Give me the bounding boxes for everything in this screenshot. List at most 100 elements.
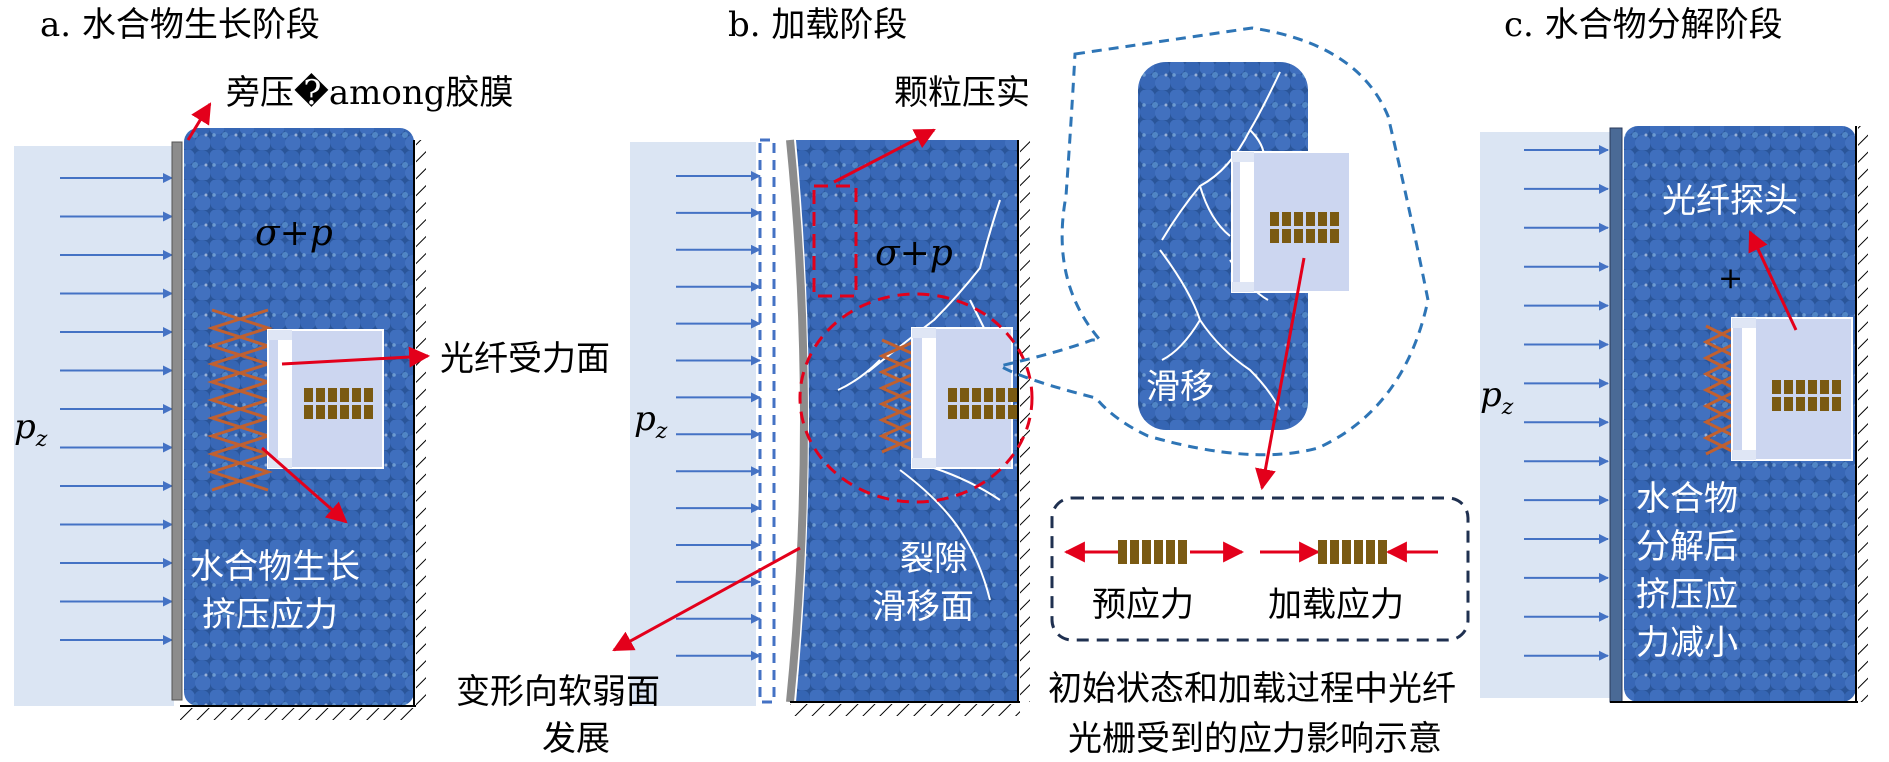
grating-cell xyxy=(972,405,981,419)
grating-cell xyxy=(328,388,337,402)
grating-array xyxy=(304,388,373,419)
stress-legend: 预应力 加载应力 初始状态和加载过程中光纤 光栅受到的应力影响示意 xyxy=(1048,496,1470,759)
grating-cell xyxy=(1282,229,1291,243)
load-stress-icon xyxy=(1260,540,1438,564)
grating-array xyxy=(948,388,1017,419)
grating-cell xyxy=(996,388,1005,402)
grating-cell xyxy=(364,405,373,419)
face-pointer xyxy=(281,346,431,368)
prestress-icon xyxy=(1063,540,1245,564)
growth-label-line1: 水合物生长 xyxy=(190,547,360,587)
compact-label: 颗粒压实 xyxy=(894,73,1030,113)
grating-cell xyxy=(1270,212,1279,226)
grating-cell xyxy=(1166,540,1175,564)
crack-label-line1: 裂隙 xyxy=(900,539,968,579)
fixed-wall-hatch-icon xyxy=(180,140,426,720)
panel-a-title: a. 水合物生长阶段 xyxy=(40,5,320,45)
grating-cell xyxy=(1306,212,1315,226)
grating-cell xyxy=(352,405,361,419)
probe-label: 光纤探头 xyxy=(1662,181,1798,221)
panel-c-title: c. 水合物分解阶段 xyxy=(1504,5,1783,45)
panel-c: c. 水合物分解阶段 pz + 光纤探头 水合物 分解后 挤压应 力减小 xyxy=(1480,5,1868,703)
grating-cell xyxy=(1294,212,1303,226)
grating-cell xyxy=(1772,380,1781,394)
grating-cell xyxy=(304,388,313,402)
grating-cell xyxy=(1330,229,1339,243)
probe-pointer xyxy=(1748,230,1798,331)
grating-cell xyxy=(316,388,325,402)
grating-cell xyxy=(316,405,325,419)
grating-cell xyxy=(1820,380,1829,394)
grating-cell xyxy=(1118,540,1127,564)
grating-cell xyxy=(1282,212,1291,226)
grating-cell xyxy=(1130,540,1139,564)
grating-cell xyxy=(1318,212,1327,226)
rubber-membrane xyxy=(171,141,183,701)
grating-cell xyxy=(1772,397,1781,411)
load-stress-label: 加载应力 xyxy=(1268,585,1404,625)
rubber-membrane xyxy=(1609,127,1623,703)
crack-label-line2: 滑移面 xyxy=(872,587,974,627)
grating-cell xyxy=(1318,229,1327,243)
grating-cell xyxy=(1008,405,1017,419)
grating-cell xyxy=(1330,212,1339,226)
grating-cell xyxy=(1154,540,1163,564)
slip-label: 滑移 xyxy=(1146,367,1214,407)
growth-label-line2: 挤压应力 xyxy=(202,595,338,635)
pressure-zone xyxy=(630,142,756,706)
prestress-label: 预应力 xyxy=(1092,585,1194,625)
decomp-label-line2: 分解后 xyxy=(1636,527,1738,567)
fbg-sensor-icon xyxy=(1731,317,1853,461)
grating-cell xyxy=(1342,540,1351,564)
membrane-pointer xyxy=(186,102,212,141)
grating-cell xyxy=(960,405,969,419)
compact-pointer xyxy=(833,128,936,184)
fbg-sensor-icon xyxy=(1231,151,1351,293)
grating-cell xyxy=(996,405,1005,419)
grating-cell xyxy=(960,388,969,402)
slip-zone-ellipse xyxy=(798,292,1034,504)
panel-b: b. 加载阶段 pz σ+p xyxy=(456,5,1034,759)
deform-label-line1: 变形向软弱面 xyxy=(456,672,660,712)
grating-array xyxy=(1772,380,1841,411)
grating-cell xyxy=(304,405,313,419)
pz-label: pz xyxy=(1480,375,1514,420)
sediment-column xyxy=(796,140,1018,702)
growth-pointer xyxy=(261,446,348,524)
grating-cell xyxy=(984,405,993,419)
grating-cell xyxy=(364,388,373,402)
grating-cell xyxy=(1378,540,1387,564)
original-membrane xyxy=(758,138,776,704)
grating-cell xyxy=(1306,229,1315,243)
pressure-zone xyxy=(1480,132,1610,698)
grating-cell xyxy=(1294,229,1303,243)
panel-b-title: b. 加载阶段 xyxy=(728,5,907,45)
stress-symbol: σ+p xyxy=(255,213,333,254)
pressure-zone xyxy=(14,146,174,706)
pressure-arrows xyxy=(676,171,761,661)
detail-pointer xyxy=(1255,257,1306,491)
pz-label: pz xyxy=(634,399,668,444)
grating-cell xyxy=(1784,380,1793,394)
grating-cell xyxy=(1008,388,1017,402)
pz-label: pz xyxy=(14,407,48,452)
grating-cell xyxy=(1796,397,1805,411)
deform-pointer xyxy=(612,546,801,652)
plus-marker: + xyxy=(1718,261,1743,296)
grating-array xyxy=(1270,212,1339,243)
grating-cell xyxy=(1142,540,1151,564)
grating-cell xyxy=(1832,397,1841,411)
stress-symbol: σ+p xyxy=(875,233,953,274)
face-label: 光纤受力面 xyxy=(440,339,610,379)
grating-cell xyxy=(1820,397,1829,411)
grating-cell xyxy=(328,405,337,419)
zoom-inset: 滑移 xyxy=(995,26,1430,491)
grating-cell xyxy=(1330,540,1339,564)
membrane-label: 旁压�among胶膜 xyxy=(226,72,514,113)
compaction-box xyxy=(812,184,858,298)
grating-cell xyxy=(984,388,993,402)
grating-cell xyxy=(1270,229,1279,243)
grating-cell xyxy=(1808,397,1817,411)
grating-cell xyxy=(1354,540,1363,564)
